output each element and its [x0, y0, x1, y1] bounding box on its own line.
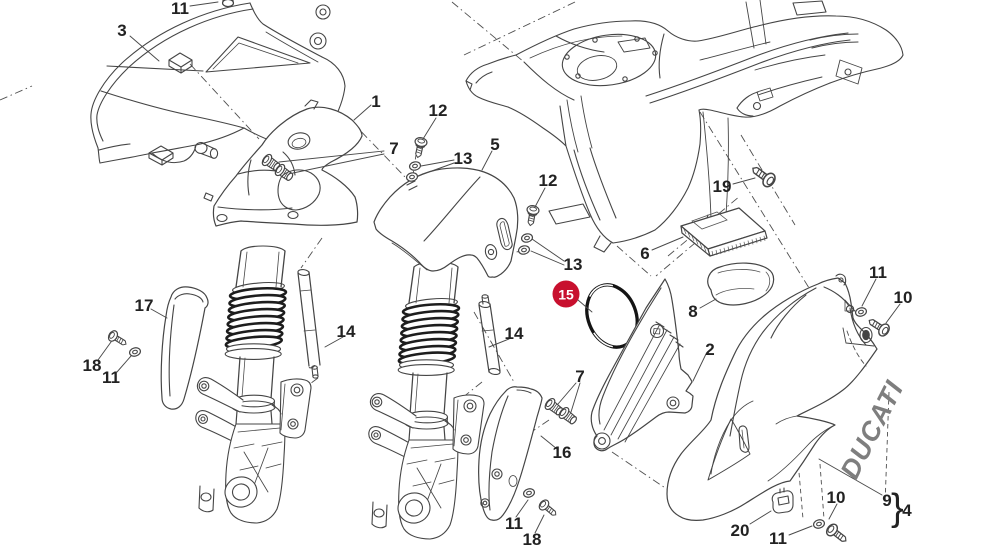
svg-text:16: 16 [553, 443, 572, 462]
svg-text:11: 11 [171, 0, 189, 18]
svg-text:17: 17 [135, 296, 154, 315]
svg-text:13: 13 [454, 149, 473, 168]
svg-text:8: 8 [688, 302, 697, 321]
svg-text:18: 18 [83, 356, 102, 375]
svg-text:18: 18 [523, 530, 542, 549]
svg-text:1: 1 [371, 92, 380, 111]
svg-text:3: 3 [117, 21, 126, 40]
svg-text:12: 12 [429, 101, 448, 120]
svg-text:19: 19 [713, 177, 732, 196]
svg-text:14: 14 [337, 322, 356, 341]
svg-text:11: 11 [505, 514, 523, 533]
svg-text:10: 10 [827, 488, 846, 507]
svg-text:12: 12 [539, 171, 558, 190]
svg-text:5: 5 [490, 135, 499, 154]
svg-text:6: 6 [640, 244, 649, 263]
svg-text:11: 11 [769, 529, 787, 548]
svg-text:7: 7 [389, 139, 398, 158]
svg-text:11: 11 [869, 263, 887, 282]
svg-text:4: 4 [902, 501, 912, 520]
svg-text:9: 9 [882, 491, 891, 510]
svg-text:10: 10 [894, 288, 913, 307]
svg-text:2: 2 [705, 340, 714, 359]
svg-text:20: 20 [731, 521, 750, 540]
svg-text:14: 14 [505, 324, 524, 343]
svg-text:7: 7 [575, 367, 584, 386]
svg-text:13: 13 [564, 255, 583, 274]
svg-text:15: 15 [558, 287, 574, 303]
svg-text:11: 11 [102, 368, 120, 387]
svg-text:}: } [891, 487, 904, 529]
